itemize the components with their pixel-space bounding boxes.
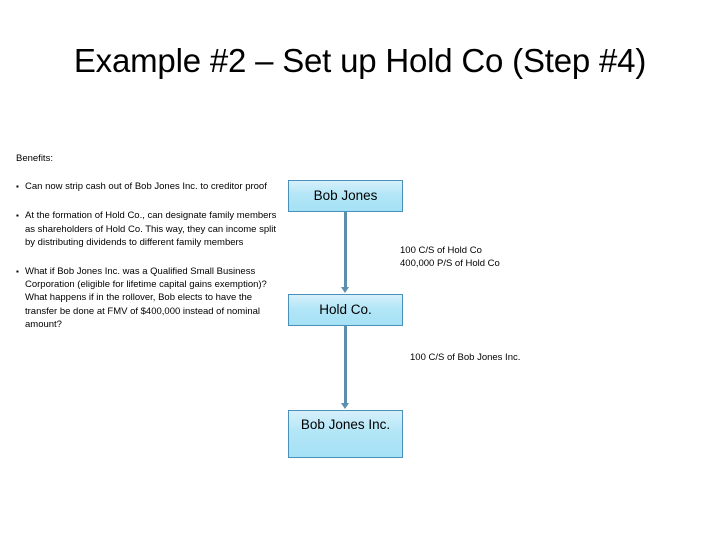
list-item: ▪ Can now strip cash out of Bob Jones In… (16, 180, 284, 193)
diagram-node-hold-co: Hold Co. (288, 294, 403, 326)
bullet-square-icon: ▪ (16, 266, 19, 276)
diagram-node-bob-jones: Bob Jones (288, 180, 403, 212)
bullet-square-icon: ▪ (16, 210, 19, 220)
arrow-down-icon (341, 403, 349, 409)
annotation-line: 100 C/S of Bob Jones Inc. (410, 352, 521, 363)
list-item-text: At the formation of Hold Co., can design… (25, 210, 277, 248)
page-title: Example #2 – Set up Hold Co (Step #4) (73, 42, 647, 79)
list-item: ▪ What if Bob Jones Inc. was a Qualified… (16, 265, 284, 331)
bullet-square-icon: ▪ (16, 181, 19, 191)
diagram-node-label: Bob Jones Inc. (300, 417, 391, 432)
annotation-line: 400,000 P/S of Hold Co (400, 257, 500, 269)
diagram-node-label: Bob Jones (313, 188, 378, 203)
arrow-down-icon (341, 287, 349, 293)
connector-hold-co-to-bob-jones-inc (344, 326, 347, 404)
list-item: ▪ At the formation of Hold Co., can desi… (16, 209, 284, 249)
list-item-text: What if Bob Jones Inc. was a Qualified S… (25, 266, 267, 330)
diagram-node-label: Hold Co. (319, 302, 372, 317)
diagram-node-bob-jones-inc: Bob Jones Inc. (288, 410, 403, 458)
benefits-heading: Benefits: (16, 153, 53, 164)
annotation-line: 100 C/S of Hold Co (400, 245, 482, 256)
benefits-text-block: Benefits: ▪ Can now strip cash out of Bo… (16, 152, 284, 331)
annotation-bob-jones-inc-shares: 100 C/S of Bob Jones Inc. (410, 352, 520, 365)
annotation-hold-co-shares: 100 C/S of Hold Co 400,000 P/S of Hold C… (400, 245, 500, 270)
list-item-text: Can now strip cash out of Bob Jones Inc.… (25, 181, 267, 193)
connector-bob-jones-to-hold-co (344, 212, 347, 288)
